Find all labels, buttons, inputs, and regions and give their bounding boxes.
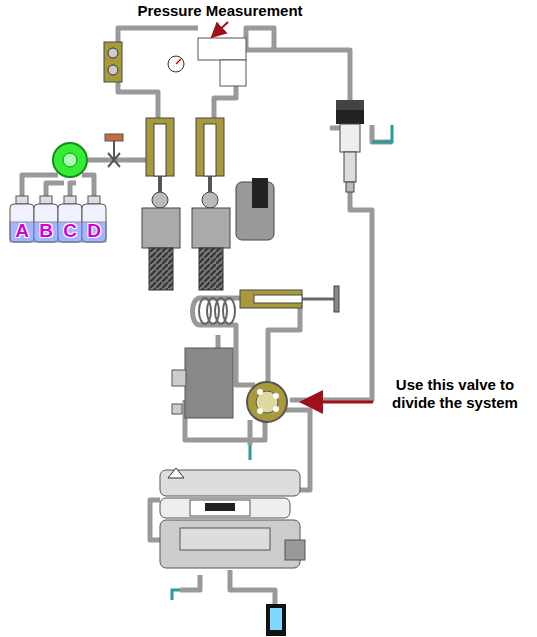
- bottle-letter: B: [39, 220, 53, 242]
- bottle-letter: D: [87, 220, 101, 242]
- solvent-bottle: B: [34, 218, 58, 244]
- solvent-bottle: D: [82, 218, 106, 244]
- bottle-letter: A: [15, 220, 29, 242]
- solvent-bottle: A: [10, 218, 34, 244]
- solvent-bottle: C: [58, 218, 82, 244]
- bottle-letter: C: [63, 220, 77, 242]
- callout-text: Use this valve to divide the system: [380, 376, 530, 412]
- pressure-label: Pressure Measurement: [120, 2, 320, 20]
